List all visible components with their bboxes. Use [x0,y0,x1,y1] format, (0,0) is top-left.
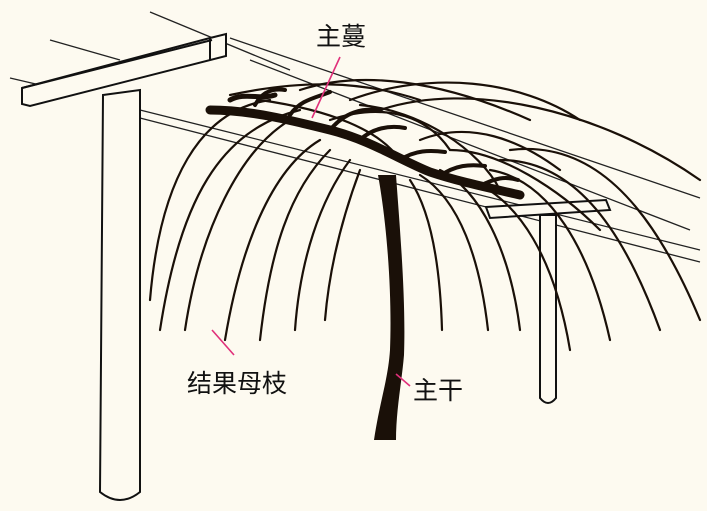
label-pointers [211,56,411,387]
trunk-label: 主干 [413,376,464,405]
right-trellis-post [484,198,612,404]
main-vine-label: 主蔓 [316,22,367,51]
pointer-trunk [395,373,411,387]
fruiting-canes [148,78,702,352]
main-vine [205,87,525,200]
pointer-main-vine [311,56,341,119]
left-trellis-post [21,32,227,501]
fruiting-mother-cane-label: 结果母枝 [187,369,288,398]
trellis-wires [9,11,701,263]
pointer-fruiting-cane [211,329,235,356]
trunk [374,175,405,440]
